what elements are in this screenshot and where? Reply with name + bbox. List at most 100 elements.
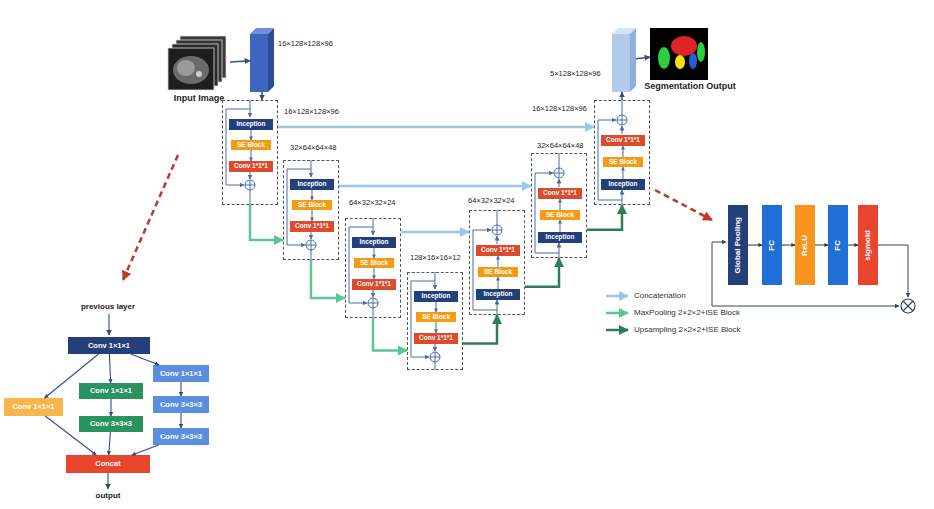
feature-slab: 5×128×128×96 bbox=[612, 28, 636, 92]
input-leader bbox=[108, 314, 109, 335]
box-label: Conv 1*1*1 bbox=[357, 281, 391, 288]
add-symbol bbox=[245, 180, 255, 190]
add-symbol bbox=[617, 115, 627, 125]
connector-arrow bbox=[131, 354, 159, 365]
residual-line bbox=[250, 171, 251, 179]
box-label: Inception bbox=[298, 181, 327, 188]
add-symbol bbox=[306, 240, 316, 250]
residual-line bbox=[622, 126, 623, 134]
inset-label: output bbox=[96, 492, 121, 500]
add-symbol bbox=[554, 168, 564, 178]
conv-box: Conv 3×3×3 bbox=[153, 428, 209, 445]
connector-arrow bbox=[109, 354, 110, 383]
connector-arrow bbox=[436, 322, 437, 333]
box-label: Conv 1*1*1 bbox=[481, 247, 515, 254]
dimension-label: 64×32×32×24 bbox=[468, 197, 515, 205]
conv-box: Conv 3×3×3 bbox=[153, 396, 209, 413]
connector-arrow bbox=[815, 245, 828, 246]
dimension-label: 16×128×128×96 bbox=[284, 108, 339, 116]
box-label: FC bbox=[768, 240, 776, 251]
ise-block: 32×64×64×48InceptionSE BlockConv 1*1*1 bbox=[283, 160, 339, 260]
connector-arrow bbox=[374, 268, 375, 279]
add-symbol bbox=[368, 298, 378, 308]
box-label: Conv 3×3×3 bbox=[160, 433, 202, 441]
add-symbol bbox=[554, 168, 564, 178]
box-label: Inception bbox=[484, 291, 513, 298]
ise-block: 16×128×128×96Conv 1*1*1SE BlockInception bbox=[594, 100, 650, 205]
se-box: SE Block bbox=[292, 200, 332, 210]
conv-box: Conv 1×1×1 bbox=[68, 337, 150, 354]
box-label: Conv 1×1×1 bbox=[88, 342, 130, 350]
connector-arrow bbox=[45, 416, 96, 455]
box-label: SE Block bbox=[484, 269, 512, 276]
se-box: SE Block bbox=[231, 140, 271, 150]
connector-arrow bbox=[180, 413, 181, 428]
residual-paths bbox=[226, 100, 627, 370]
connector-arrow bbox=[251, 150, 252, 161]
conv-box: Conv 1×1×1 bbox=[79, 383, 143, 399]
box-label: Conv 1×1×1 bbox=[160, 370, 202, 378]
se-layer: ReLU bbox=[795, 205, 815, 285]
segmentation-output: Segmentation Output bbox=[650, 28, 708, 80]
box-label: Inception bbox=[546, 234, 575, 241]
box-label: FC bbox=[834, 240, 842, 251]
seg-organ bbox=[697, 42, 705, 62]
se-input-line bbox=[712, 242, 726, 243]
connector-arrow bbox=[261, 92, 263, 100]
ise-block: 64×32×32×24InceptionSE BlockConv 1*1*1 bbox=[345, 218, 401, 318]
conv-box: Conv 1*1*1 bbox=[414, 333, 458, 344]
inception-box: Inception bbox=[229, 119, 273, 130]
dimension-label: 5×128×128×96 bbox=[550, 70, 601, 78]
se-box: SE Block bbox=[354, 258, 394, 268]
callout-leader bbox=[123, 155, 178, 280]
conv-box: Conv 1*1*1 bbox=[290, 221, 334, 232]
ise-block: 128×16×16×12InceptionSE BlockConv 1*1*1 bbox=[407, 272, 463, 370]
legend-text: Upsampling 2×2×2+ISE Block bbox=[634, 326, 741, 334]
box-label: SE Block bbox=[298, 202, 326, 209]
inception-box: Inception bbox=[538, 232, 582, 243]
inception-box: Inception bbox=[476, 289, 520, 300]
slab-front bbox=[250, 34, 268, 92]
seg-background bbox=[650, 28, 708, 80]
connector-arrow bbox=[312, 190, 313, 200]
box-label: Conv 1*1*1 bbox=[606, 137, 640, 144]
ct-spine bbox=[196, 71, 202, 77]
box-label: Global Pooling bbox=[734, 217, 742, 273]
box-label: Conv 1×1×1 bbox=[12, 403, 54, 411]
se-scale-line bbox=[878, 245, 908, 297]
connector-arrow bbox=[401, 231, 469, 234]
feature-slab: 16×128×128×96 bbox=[250, 28, 274, 92]
connector-arrow bbox=[848, 245, 858, 246]
connector-arrow bbox=[623, 167, 624, 179]
dimension-label: 16×128×128×96 bbox=[278, 40, 333, 48]
se-box: SE Block bbox=[478, 267, 518, 277]
se-box: SE Block bbox=[416, 312, 456, 322]
connector-arrow bbox=[339, 185, 531, 188]
connector-arrow bbox=[436, 302, 437, 312]
callout-leader bbox=[655, 190, 712, 220]
inset-label: previous layer bbox=[81, 303, 135, 311]
connector-arrow bbox=[560, 220, 561, 232]
slab-front bbox=[612, 34, 630, 92]
multiply-symbol bbox=[903, 301, 913, 311]
connector-arrow bbox=[748, 245, 762, 246]
box-label: ReLU bbox=[801, 235, 809, 256]
seg-organ bbox=[671, 36, 697, 56]
add-symbol bbox=[492, 225, 502, 235]
inception-box: Inception bbox=[414, 291, 458, 302]
add-symbol bbox=[617, 115, 627, 125]
box-label: Conv 3×3×3 bbox=[160, 401, 202, 409]
slab-side bbox=[268, 28, 274, 92]
input-ct-stack bbox=[168, 36, 226, 90]
slab-side bbox=[630, 28, 636, 92]
connector-arrow bbox=[463, 315, 497, 344]
legend-sample bbox=[606, 295, 628, 298]
connector-arrow bbox=[636, 57, 650, 59]
residual-line bbox=[622, 190, 623, 205]
connector-arrow bbox=[498, 277, 499, 289]
box-label: sigmoid bbox=[864, 230, 872, 261]
ise-block: 64×32×32×24Conv 1*1*1SE BlockInception bbox=[469, 210, 525, 315]
conv-box: Conv 1*1*1 bbox=[229, 161, 273, 172]
